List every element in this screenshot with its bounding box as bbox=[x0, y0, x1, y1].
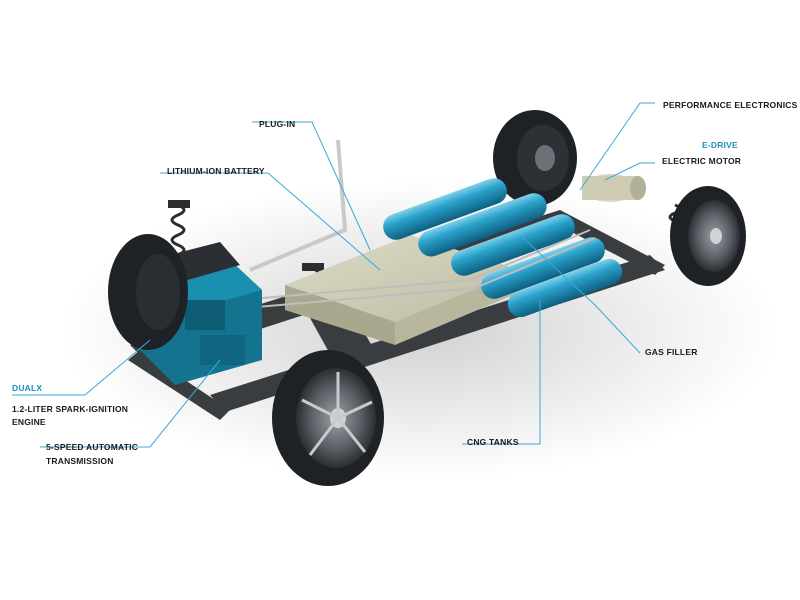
rear-right-wheel bbox=[670, 186, 746, 286]
front-left-wheel bbox=[108, 234, 188, 350]
label-transmission-line1: 5-SPEED AUTOMATIC bbox=[46, 442, 139, 452]
plug-in-cable bbox=[249, 139, 348, 272]
label-transmission-line2: TRANSMISSION bbox=[46, 456, 114, 466]
label-performance-electronics: PERFORMANCE ELECTRONICS bbox=[663, 100, 798, 110]
label-e-drive: E-DRIVE bbox=[702, 140, 738, 150]
cng-tanks bbox=[383, 178, 623, 318]
rear-left-wheel bbox=[493, 110, 577, 206]
label-gas-filler: GAS FILLER bbox=[645, 347, 698, 357]
label-dualx: DUALX bbox=[12, 383, 43, 393]
left-strut-cap bbox=[168, 200, 190, 208]
label-engine-line2: ENGINE bbox=[12, 417, 46, 427]
gas-piping bbox=[239, 229, 596, 309]
front-right-wheel bbox=[272, 350, 384, 486]
label-plug-in: PLUG-IN bbox=[259, 119, 296, 129]
label-engine-line1: 1.2-LITER SPARK-IGNITION bbox=[12, 404, 129, 414]
label-electric-motor: ELECTRIC MOTOR bbox=[662, 156, 742, 166]
center-strut-cap bbox=[302, 263, 324, 271]
electric-motor-unit bbox=[582, 174, 646, 202]
callout-lines bbox=[12, 102, 655, 448]
label-lithium-ion-battery: LITHIUM-ION BATTERY bbox=[167, 166, 265, 176]
label-cng-tanks: CNG TANKS bbox=[467, 437, 519, 447]
